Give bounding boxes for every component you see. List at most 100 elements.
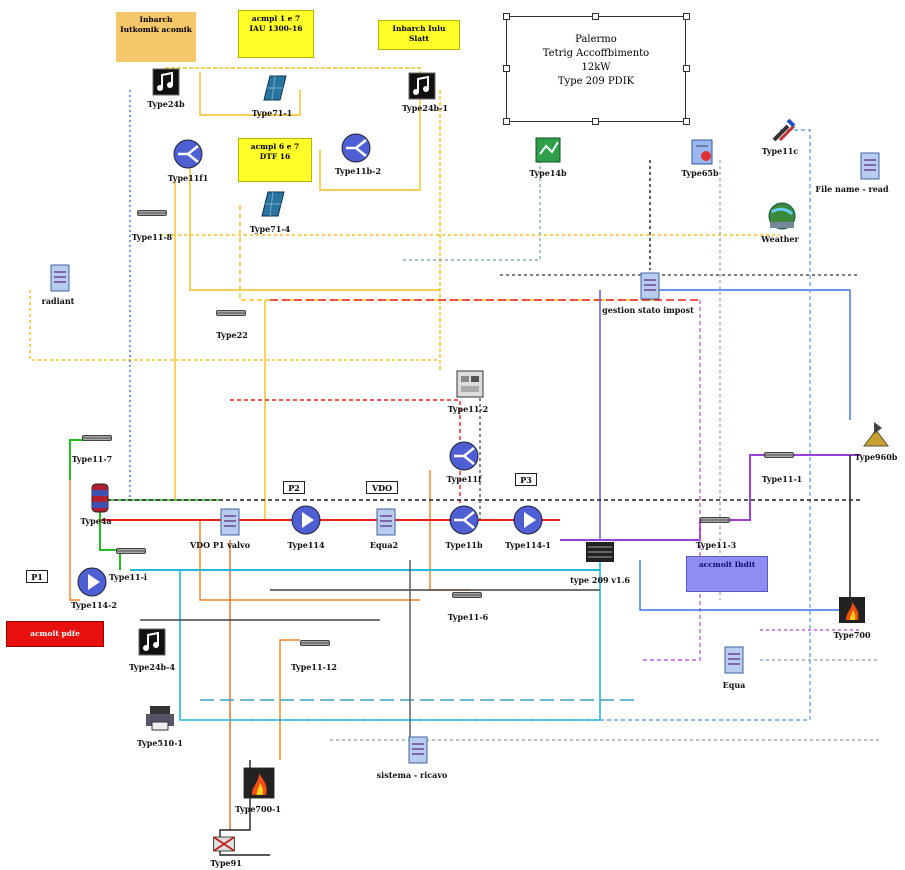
- component-label: Type4a: [80, 516, 112, 526]
- document-icon[interactable]: [402, 734, 434, 766]
- weather-globe-icon[interactable]: [766, 200, 798, 232]
- document-icon[interactable]: [44, 262, 76, 294]
- pipe-icon[interactable]: [452, 592, 482, 598]
- resize-handle[interactable]: [592, 13, 599, 20]
- document-icon[interactable]: [854, 150, 886, 182]
- component-label: Type11-7: [71, 454, 113, 464]
- wind-turbine-icon[interactable]: [860, 418, 892, 450]
- flow-line: [199, 72, 301, 116]
- flow-line: [639, 560, 850, 611]
- flow-line: [240, 129, 811, 721]
- pipe-icon[interactable]: [300, 640, 330, 646]
- pipe-icon[interactable]: [137, 210, 167, 216]
- printer-icon[interactable]: [144, 702, 176, 734]
- tools-icon[interactable]: [768, 114, 800, 146]
- component-label: Type700: [833, 630, 871, 640]
- pipe-icon[interactable]: [764, 452, 794, 458]
- component-label: Type960b: [854, 452, 898, 462]
- component-label: Type114: [287, 540, 325, 550]
- controller-icon[interactable]: [454, 368, 486, 400]
- component-label: Type11f1: [167, 173, 209, 183]
- resize-handle[interactable]: [503, 118, 510, 125]
- component-label: sistema - ricavo: [376, 770, 448, 780]
- flow-line: [189, 155, 440, 291]
- valve-icon[interactable]: [210, 830, 238, 858]
- music-file-icon[interactable]: [150, 66, 182, 98]
- pipe-icon[interactable]: [216, 310, 246, 316]
- component-label: Type24b-4: [128, 662, 176, 672]
- flow-diverter-icon[interactable]: [340, 132, 372, 164]
- flow-line: [650, 289, 851, 420]
- pipe-icon[interactable]: [82, 435, 112, 441]
- resize-handle[interactable]: [683, 118, 690, 125]
- note-yellow[interactable]: Inbarch Iulu Slatt: [378, 20, 460, 50]
- note-red[interactable]: acmolt pdfe: [6, 621, 104, 647]
- component-label: Type11c: [761, 146, 799, 156]
- title-line: Palermo: [575, 34, 617, 45]
- component-label: Type14b: [529, 168, 567, 178]
- document-icon[interactable]: [634, 270, 666, 302]
- solar-collector-icon[interactable]: [256, 188, 288, 220]
- flow-line: [560, 454, 860, 541]
- boiler-icon[interactable]: [836, 594, 868, 626]
- flow-line: [319, 90, 421, 191]
- component-label: Type24b-1: [401, 103, 449, 113]
- title-line: 12kW: [581, 62, 611, 73]
- flow-diverter-icon[interactable]: [448, 504, 480, 536]
- document-icon[interactable]: [718, 644, 750, 676]
- resize-handle[interactable]: [683, 13, 690, 20]
- pipe-icon[interactable]: [700, 517, 730, 523]
- component-label: Type114-2: [71, 600, 117, 610]
- component-label: Type71-1: [251, 108, 293, 118]
- component-label: type 209 v1.6: [570, 575, 630, 585]
- flow-line: [179, 560, 601, 721]
- pump-icon[interactable]: [76, 566, 108, 598]
- music-file-icon[interactable]: [136, 626, 168, 658]
- flow-line: [199, 520, 420, 601]
- note-yellow[interactable]: acmpl 1 e 7 IAU 1300-16: [238, 10, 314, 58]
- data-reader-icon[interactable]: [686, 136, 718, 168]
- tag-p3[interactable]: P3: [515, 473, 537, 486]
- tag-vdo[interactable]: VDO: [366, 481, 398, 494]
- flow-diverter-icon[interactable]: [448, 440, 480, 472]
- green-map-icon[interactable]: [532, 134, 564, 166]
- note-yellow[interactable]: acmpl 6 e 7 DTF 16: [238, 138, 312, 182]
- music-file-icon[interactable]: [406, 70, 438, 102]
- resize-handle[interactable]: [503, 65, 510, 72]
- resize-handle[interactable]: [683, 65, 690, 72]
- flow-line: [230, 399, 461, 520]
- document-icon[interactable]: [370, 506, 402, 538]
- solar-collector-icon[interactable]: [258, 72, 290, 104]
- component-label: Type11-8: [131, 232, 173, 242]
- flow-line: [69, 480, 80, 601]
- note-orange[interactable]: Inbarch Iutkomik acomik: [116, 12, 196, 62]
- note-blue[interactable]: accmolt Ihdit: [686, 556, 768, 592]
- resize-handle[interactable]: [503, 13, 510, 20]
- component-label: Type11b: [445, 540, 483, 550]
- pump-icon[interactable]: [512, 504, 544, 536]
- boiler-icon[interactable]: [240, 764, 278, 802]
- tag-p1[interactable]: P1: [26, 570, 48, 583]
- component-label: VDO P1 valvo: [189, 540, 251, 550]
- flow-line: [219, 760, 270, 856]
- flow-line: [164, 67, 421, 85]
- storage-tank-icon[interactable]: [84, 482, 116, 514]
- tag-p2[interactable]: P2: [283, 481, 305, 494]
- component-label: Type11f: [446, 474, 482, 484]
- component-label: Type11b-2: [334, 166, 382, 176]
- document-icon[interactable]: [214, 506, 246, 538]
- pump-icon[interactable]: [290, 504, 322, 536]
- flow-diverter-icon[interactable]: [172, 138, 204, 170]
- pipe-icon[interactable]: [116, 548, 146, 554]
- project-info-box[interactable]: Palermo Tetrig Accoffbimento 12kW Type 2…: [506, 16, 686, 122]
- component-label: File name - read: [815, 184, 889, 194]
- heat-pump-icon[interactable]: [584, 536, 616, 568]
- component-label: Type700-1: [235, 804, 281, 814]
- component-label: Type71-4: [249, 224, 291, 234]
- component-label: Weather: [761, 234, 799, 244]
- resize-handle[interactable]: [592, 118, 599, 125]
- component-label: Equa2: [369, 540, 399, 550]
- component-label: Type11-12: [291, 662, 337, 672]
- flow-line: [99, 500, 121, 570]
